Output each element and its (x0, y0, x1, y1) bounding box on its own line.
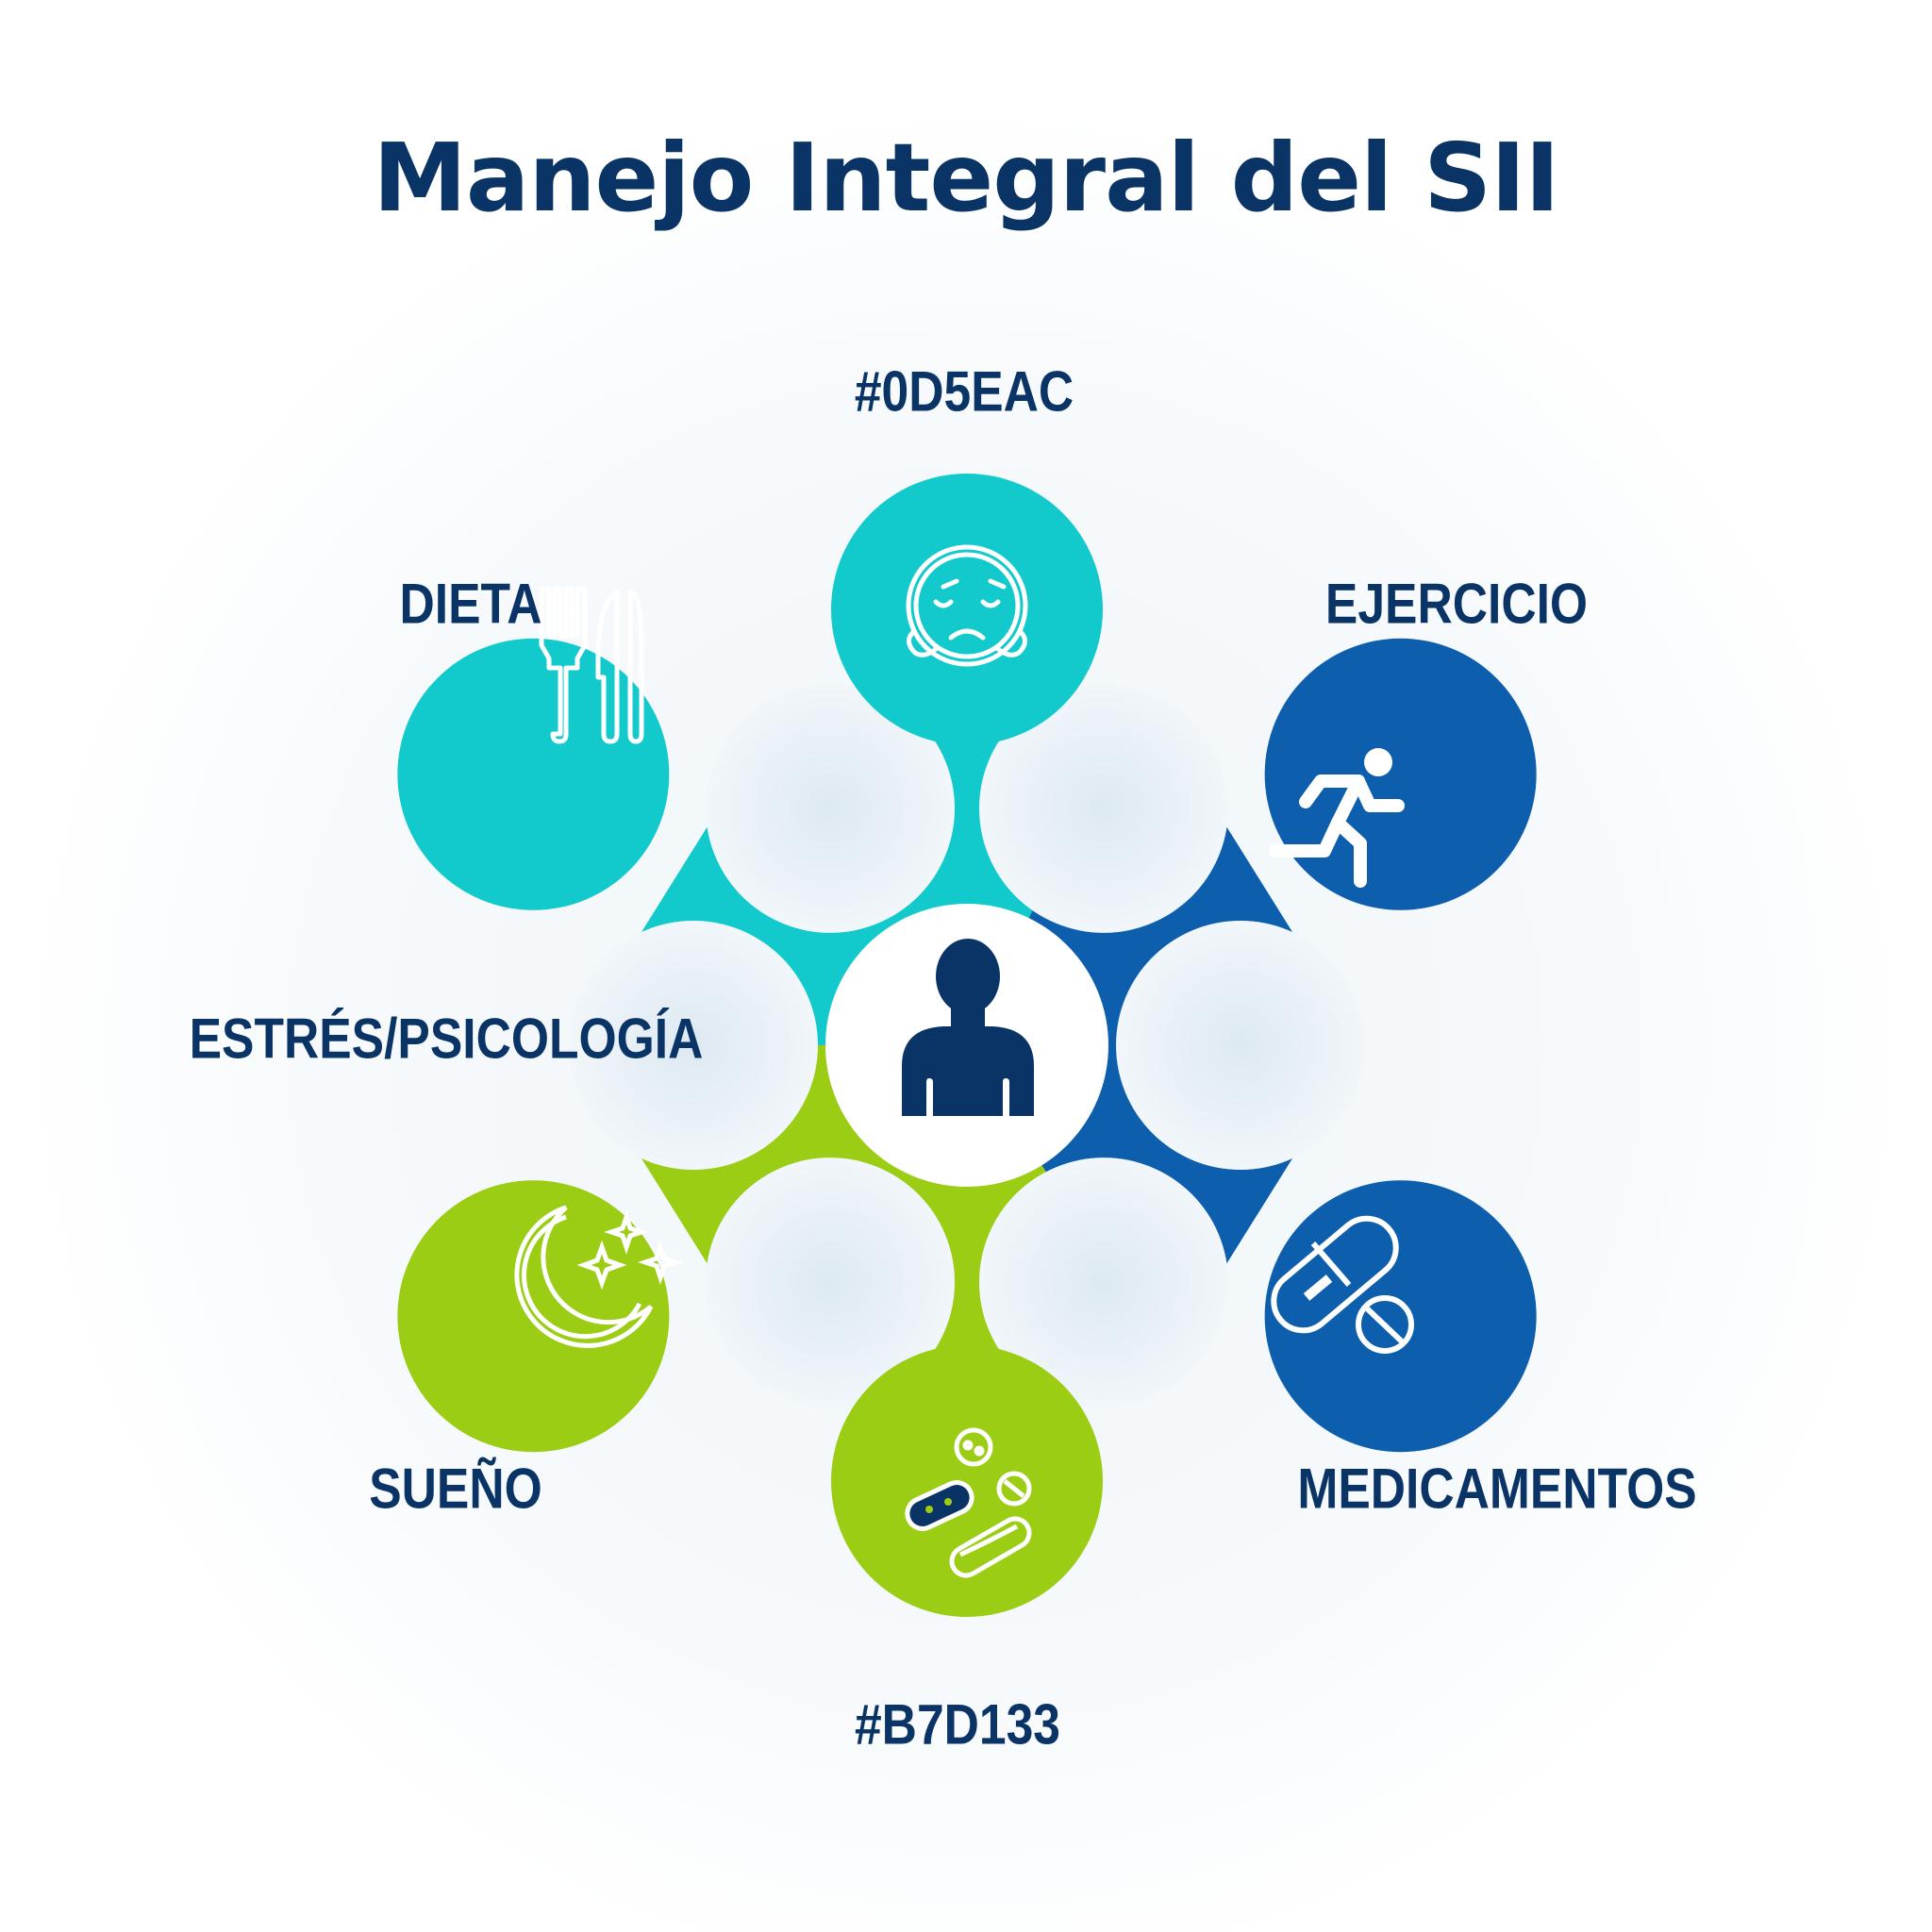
pills-icon (1271, 1215, 1414, 1354)
worried-face-icon (906, 544, 1028, 667)
page-title: Manejo Integral del SII (373, 123, 1559, 233)
label-medicamentos: MEDICAMENTOS (1297, 1457, 1697, 1521)
petal-medicamentos (1264, 1180, 1537, 1453)
gap-circle (706, 683, 955, 933)
label-bottom-color: #B7D133 (854, 1692, 1061, 1757)
petal-digestion (831, 1345, 1103, 1617)
gap-circle (569, 921, 818, 1170)
gap-circle (979, 683, 1228, 933)
gap-circle (706, 1158, 955, 1407)
bacteria-icon (905, 1427, 1032, 1578)
gap-circle (979, 1158, 1228, 1407)
moon-stars-icon (514, 1205, 683, 1348)
label-ejercicio: EJERCICIO (1324, 572, 1589, 636)
petal-stress (831, 474, 1103, 745)
fork-knife-icon (539, 586, 644, 744)
label-dieta: DIETA (399, 572, 542, 636)
person-icon (902, 939, 1034, 1116)
label-estres-psicologia: ESTRÉS/PSICOLOGÍA (189, 1007, 704, 1071)
label-top-color: #0D5EAC (854, 359, 1074, 424)
petal-ejercicio (1264, 638, 1537, 910)
running-person-icon (1269, 748, 1405, 888)
label-sueno: SUEÑO (369, 1457, 542, 1521)
petal-dieta (397, 638, 670, 910)
gap-circle (1116, 921, 1365, 1170)
